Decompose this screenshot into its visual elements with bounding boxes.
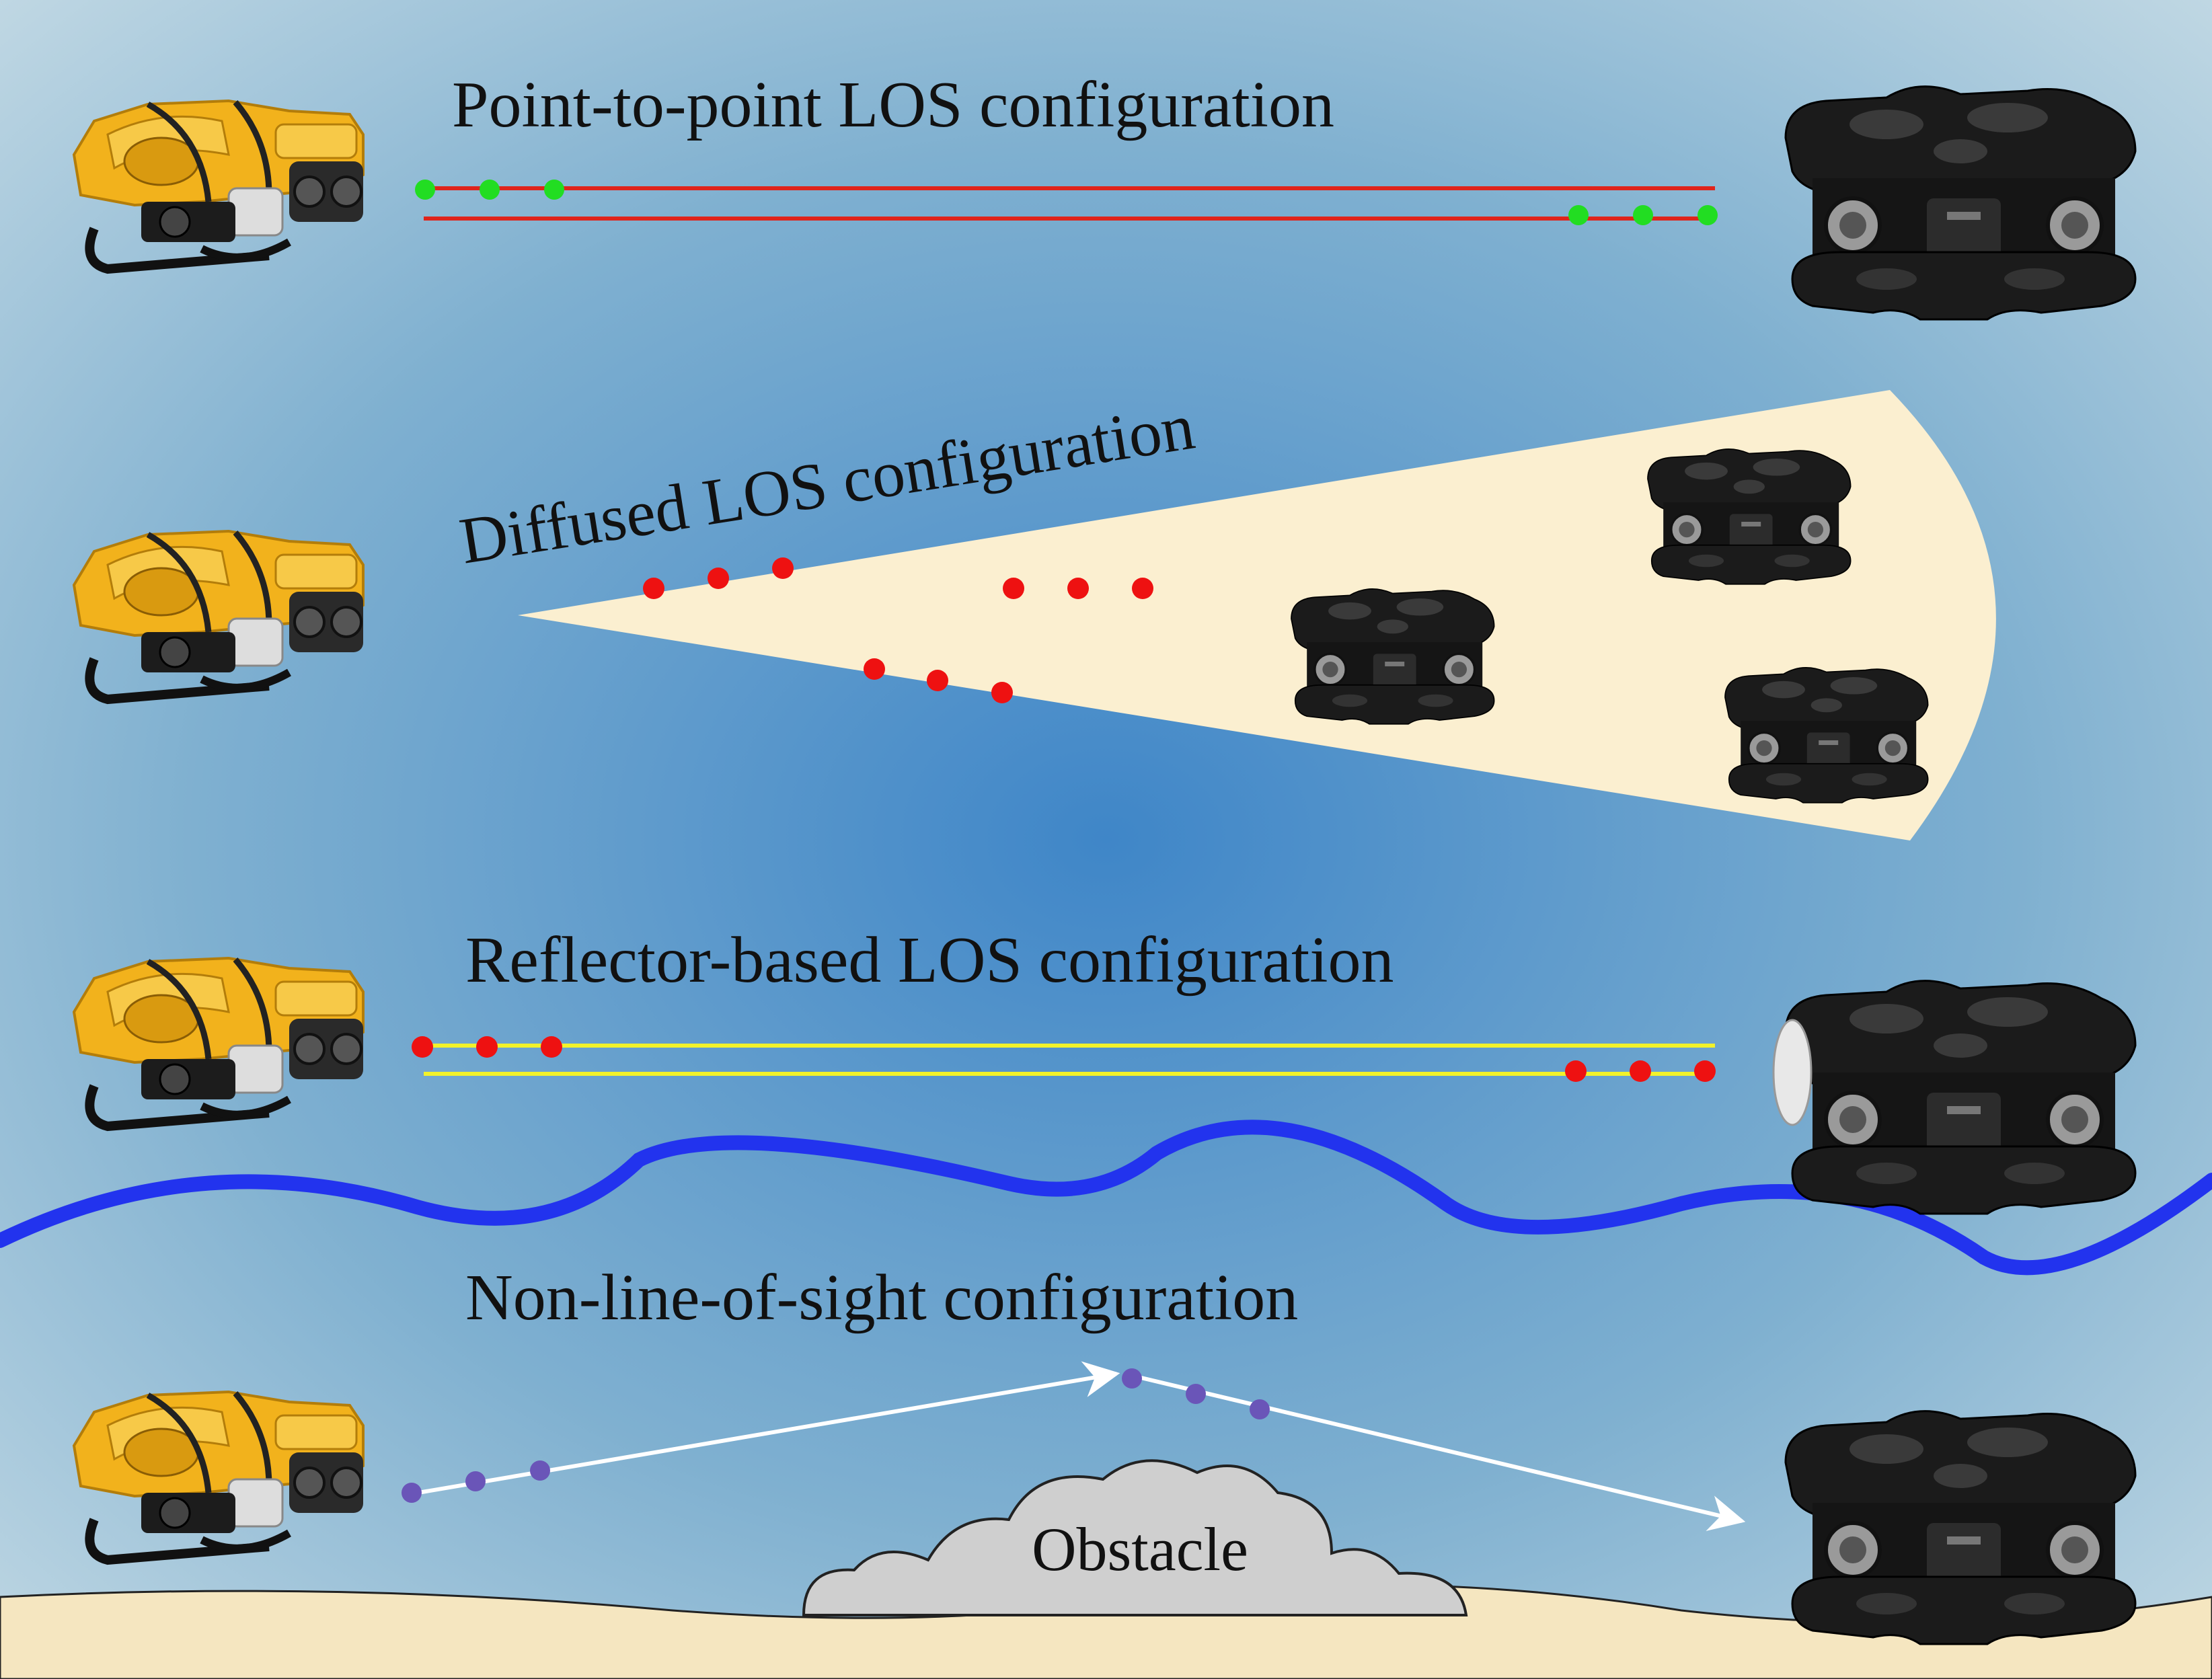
pulse-dot — [991, 682, 1013, 703]
pulse-dot — [1186, 1384, 1206, 1404]
black-auv-icon — [1786, 981, 2135, 1214]
black-auv-icon — [1290, 588, 1496, 726]
pulse-dot — [927, 670, 948, 691]
black-auv-icon — [1786, 1411, 2135, 1644]
pulse-dot — [1633, 205, 1653, 225]
pulse-dot — [864, 658, 885, 680]
data-pulse-dots — [402, 180, 1718, 1503]
obstacle-cloud: Obstacle — [802, 1459, 1468, 1616]
pulse-dot — [541, 1036, 562, 1058]
pulse-dot — [465, 1471, 486, 1491]
pulse-dot — [1698, 205, 1718, 225]
title-point-to-point: Point-to-point LOS configuration — [452, 69, 1334, 141]
pulse-dot — [1003, 578, 1024, 599]
black-auv-icon — [1646, 448, 1852, 586]
pulse-dot — [1694, 1060, 1716, 1082]
black-auv-icon — [1724, 666, 1930, 804]
obstacle-label: Obstacle — [1032, 1515, 1248, 1584]
pulse-dot — [708, 568, 729, 589]
pulse-dot — [544, 180, 564, 200]
pulse-dot — [480, 180, 500, 200]
pulse-dot — [402, 1483, 422, 1503]
black-auv-icon — [1786, 87, 2135, 319]
pulse-dot — [1067, 578, 1089, 599]
pulse-dot — [772, 557, 794, 579]
pulse-dot — [1132, 578, 1153, 599]
pulse-dot — [1630, 1060, 1651, 1082]
pulse-dot — [1565, 1060, 1587, 1082]
pulse-dot — [530, 1460, 550, 1481]
pulse-dot — [415, 180, 435, 200]
title-nlos: Non-line-of-sight configuration — [465, 1261, 1298, 1334]
pulse-dot — [643, 578, 664, 599]
optical-reflector — [1772, 1019, 1813, 1126]
nlos-path-up — [410, 1361, 1120, 1496]
pulse-dot — [476, 1036, 498, 1058]
water-surface-wave — [0, 1120, 2212, 1276]
pulse-dot — [1122, 1368, 1142, 1389]
pulse-dot — [1568, 205, 1589, 225]
pulse-dot — [1250, 1399, 1270, 1419]
pulse-dot — [412, 1036, 433, 1058]
title-reflector: Reflector-based LOS configuration — [465, 924, 1394, 997]
nlos-path-down — [1129, 1373, 1746, 1531]
diffused-light-beam — [518, 390, 1996, 841]
